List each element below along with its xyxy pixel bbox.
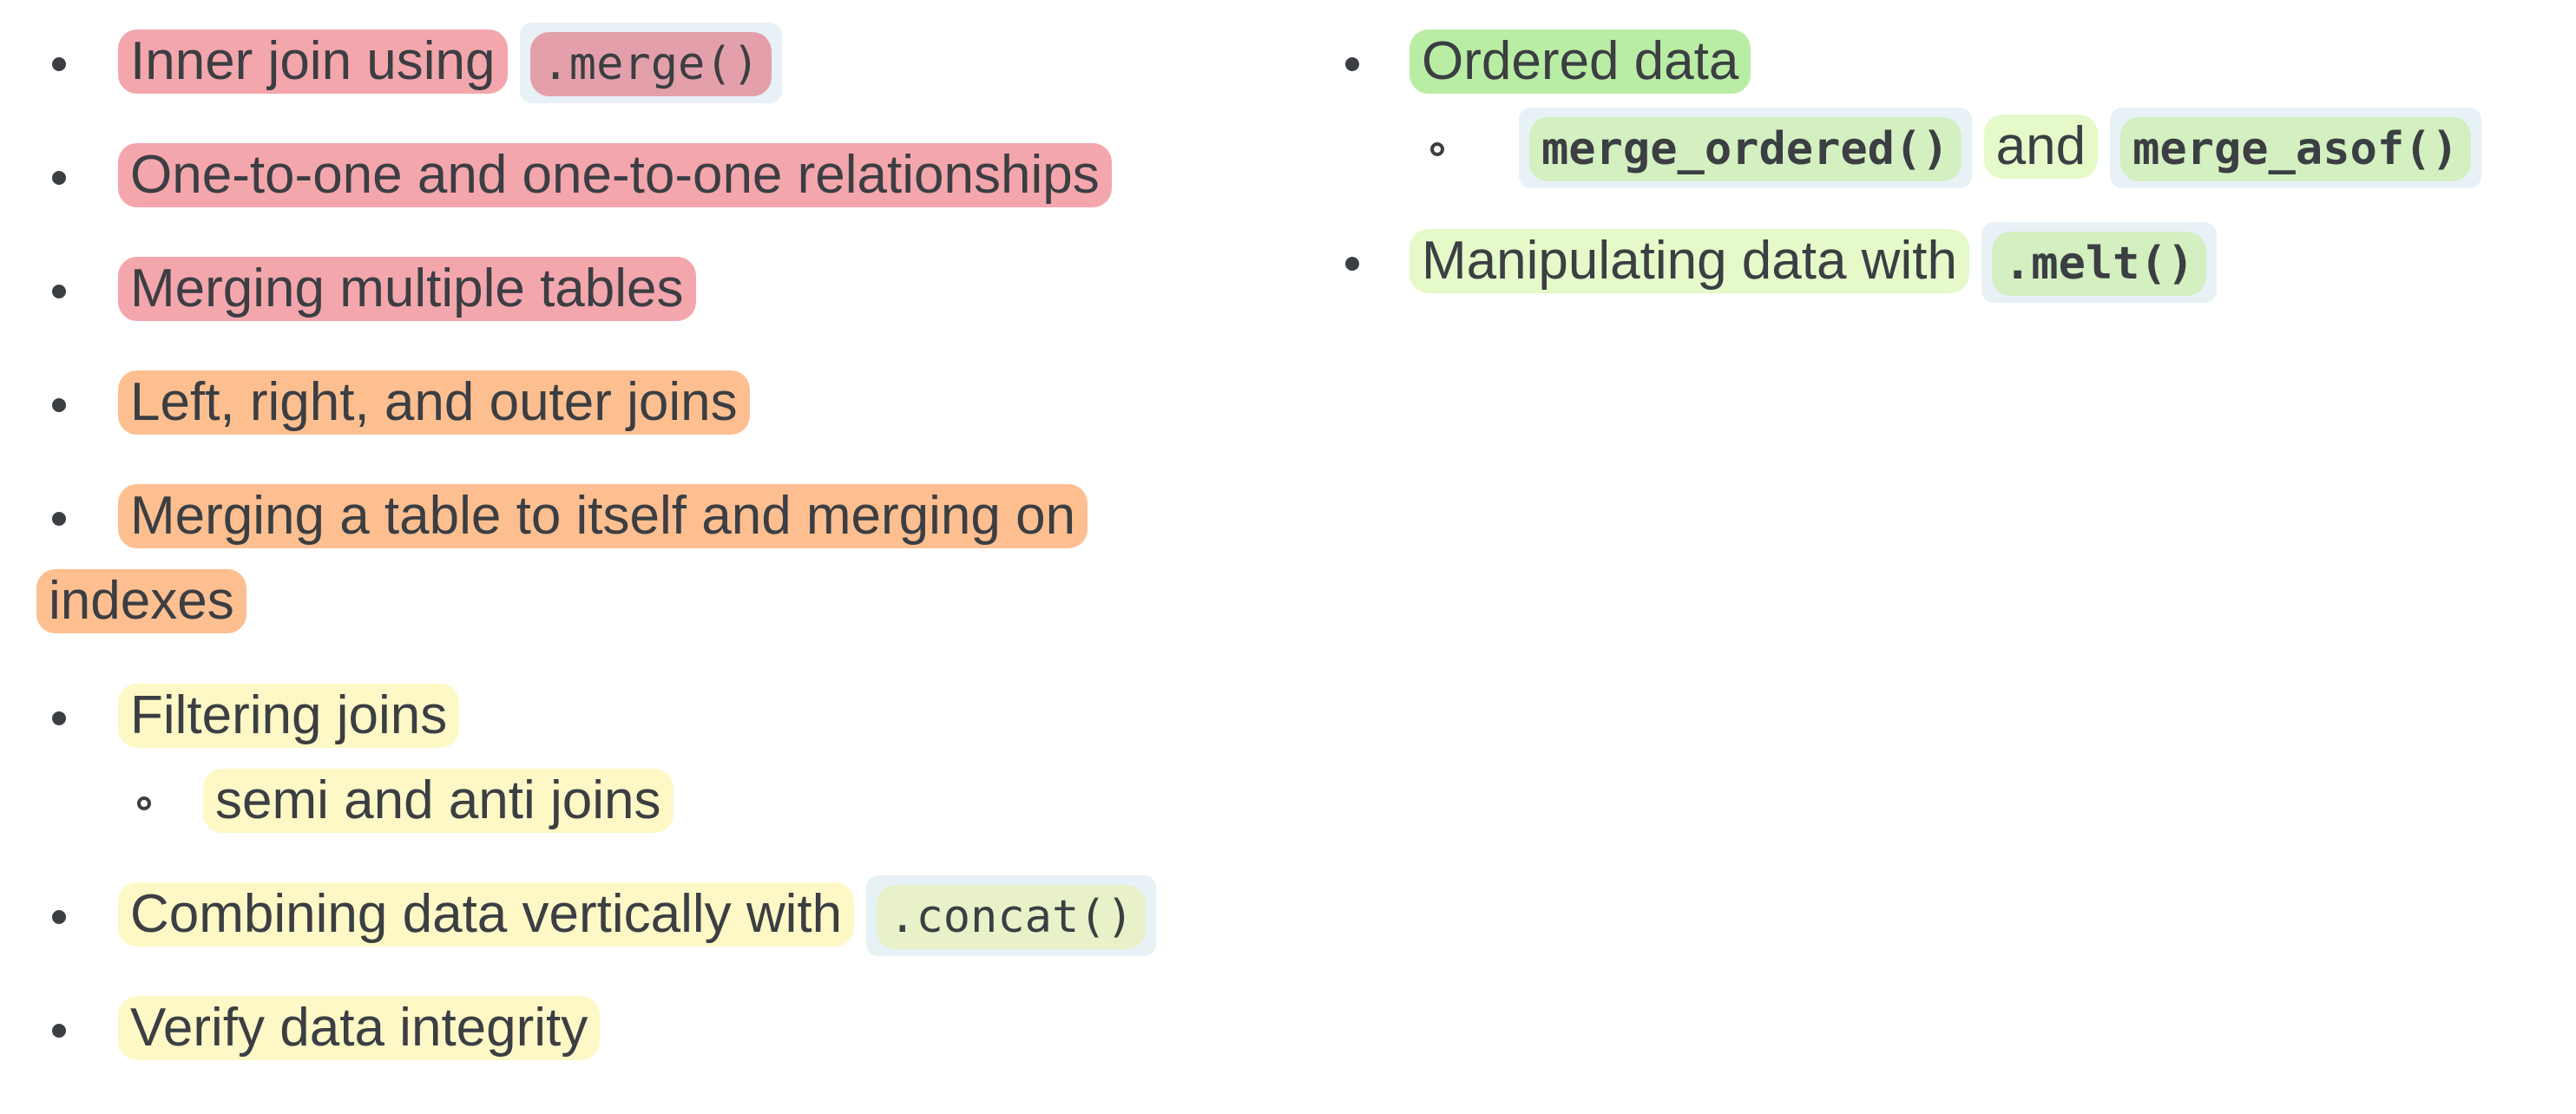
list-item: Inner join using .merge() — [118, 23, 782, 103]
item-text: Combining data vertically with — [118, 882, 855, 947]
list-item: Merging a table to itself and merging on — [118, 484, 1088, 548]
list-item: Verify data integrity — [118, 996, 601, 1060]
item-text: Ordered data — [1410, 29, 1751, 94]
list-item: Filtering joins — [118, 684, 460, 748]
code-text: .concat() — [877, 885, 1146, 949]
list-item: Ordered data — [1410, 29, 1751, 94]
item-text-line1: Merging a table to itself and merging on — [118, 484, 1088, 548]
item-text: Manipulating data with — [1410, 229, 1969, 293]
item-text: Filtering joins — [118, 684, 460, 748]
bullet — [1345, 257, 1359, 271]
item-text: Verify data integrity — [118, 996, 601, 1060]
code-chip: merge_asof() — [2110, 108, 2481, 188]
bullet — [52, 398, 66, 412]
item-text: Inner join using — [118, 29, 508, 94]
bullet — [52, 57, 66, 71]
sub-list-item: semi and anti joins — [203, 769, 674, 833]
sub-item-and: and — [1983, 115, 2099, 179]
code-text: .merge() — [529, 32, 772, 96]
sub-bullet — [137, 796, 151, 810]
code-text: .melt() — [1991, 232, 2207, 296]
bullet — [52, 171, 66, 185]
code-chip: merge_ordered() — [1519, 108, 1972, 188]
code-chip: .merge() — [519, 23, 782, 103]
bullet — [52, 711, 66, 725]
code-chip: .concat() — [866, 875, 1156, 956]
item-text: One-to-one and one-to-one relationships — [118, 143, 1112, 207]
list-item-continuation: indexes — [36, 569, 246, 633]
bullet — [1345, 57, 1359, 71]
bullet — [52, 512, 66, 526]
code-text: merge_asof() — [2120, 117, 2471, 181]
sub-bullet — [1430, 142, 1444, 156]
list-item: One-to-one and one-to-one relationships — [118, 143, 1112, 207]
item-text-line2: indexes — [36, 569, 246, 633]
bullet — [52, 910, 66, 924]
sub-item-text: semi and anti joins — [203, 769, 674, 833]
item-text: Left, right, and outer joins — [118, 370, 750, 435]
bullet — [52, 285, 66, 298]
list-item: Combining data vertically with .concat() — [118, 875, 1156, 956]
code-text: merge_ordered() — [1529, 117, 1962, 181]
sub-list-item: merge_ordered() and merge_asof() — [1519, 108, 2481, 188]
list-item: Left, right, and outer joins — [118, 370, 750, 435]
list-item: Merging multiple tables — [118, 257, 696, 321]
code-chip: .melt() — [1981, 222, 2218, 303]
bullet — [52, 1024, 66, 1038]
list-item: Manipulating data with .melt() — [1410, 222, 2218, 303]
item-text: Merging multiple tables — [118, 257, 696, 321]
